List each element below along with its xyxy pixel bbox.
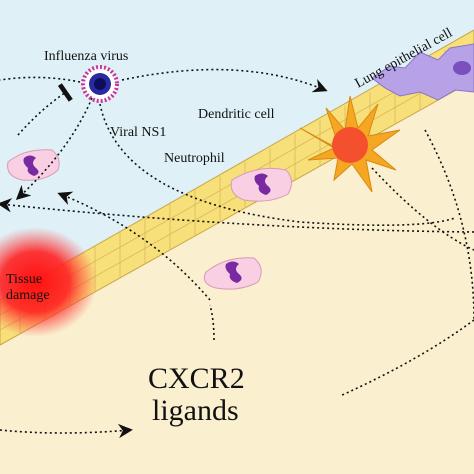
arrow-to-neutrophil-left — [15, 97, 93, 200]
label-tissue-damage-1: Tissue — [6, 272, 42, 287]
neutrophil-left — [7, 149, 60, 181]
tissue-damage-blob — [0, 227, 97, 337]
arrow-loop-right — [99, 103, 456, 226]
arrow-lower-to-up — [57, 191, 211, 301]
arrow-long-to-left — [0, 198, 474, 233]
arrow-virus-to-left — [0, 76, 81, 83]
lung-epithelial-cell — [371, 43, 474, 101]
label-tissue-damage-2: damage — [6, 288, 50, 303]
arrow-right-bottom — [339, 319, 474, 397]
epithelial-nucleus — [453, 61, 471, 75]
influenza-virus — [81, 65, 119, 103]
label-dendritic-cell: Dendritic cell — [198, 107, 275, 122]
label-influenza-virus: Influenza virus — [44, 49, 128, 64]
inhibit-ns1 — [17, 83, 73, 136]
arrow-virus-to-dendritic — [121, 68, 328, 93]
label-neutrophil: Neutrophil — [164, 151, 225, 166]
airway-lumen — [0, 0, 474, 300]
neutrophil-center — [230, 167, 292, 202]
label-viral-ns1: Viral NS1 — [110, 125, 166, 140]
label-cxcr2-line1: CXCR2 — [148, 362, 245, 395]
neutrophil-lower — [203, 257, 262, 290]
dendritic-cell — [299, 95, 401, 193]
arrow-from-dendritic-right — [371, 167, 474, 251]
pathway-arrows — [0, 68, 474, 439]
label-cxcr2-line2: ligands — [152, 394, 239, 427]
